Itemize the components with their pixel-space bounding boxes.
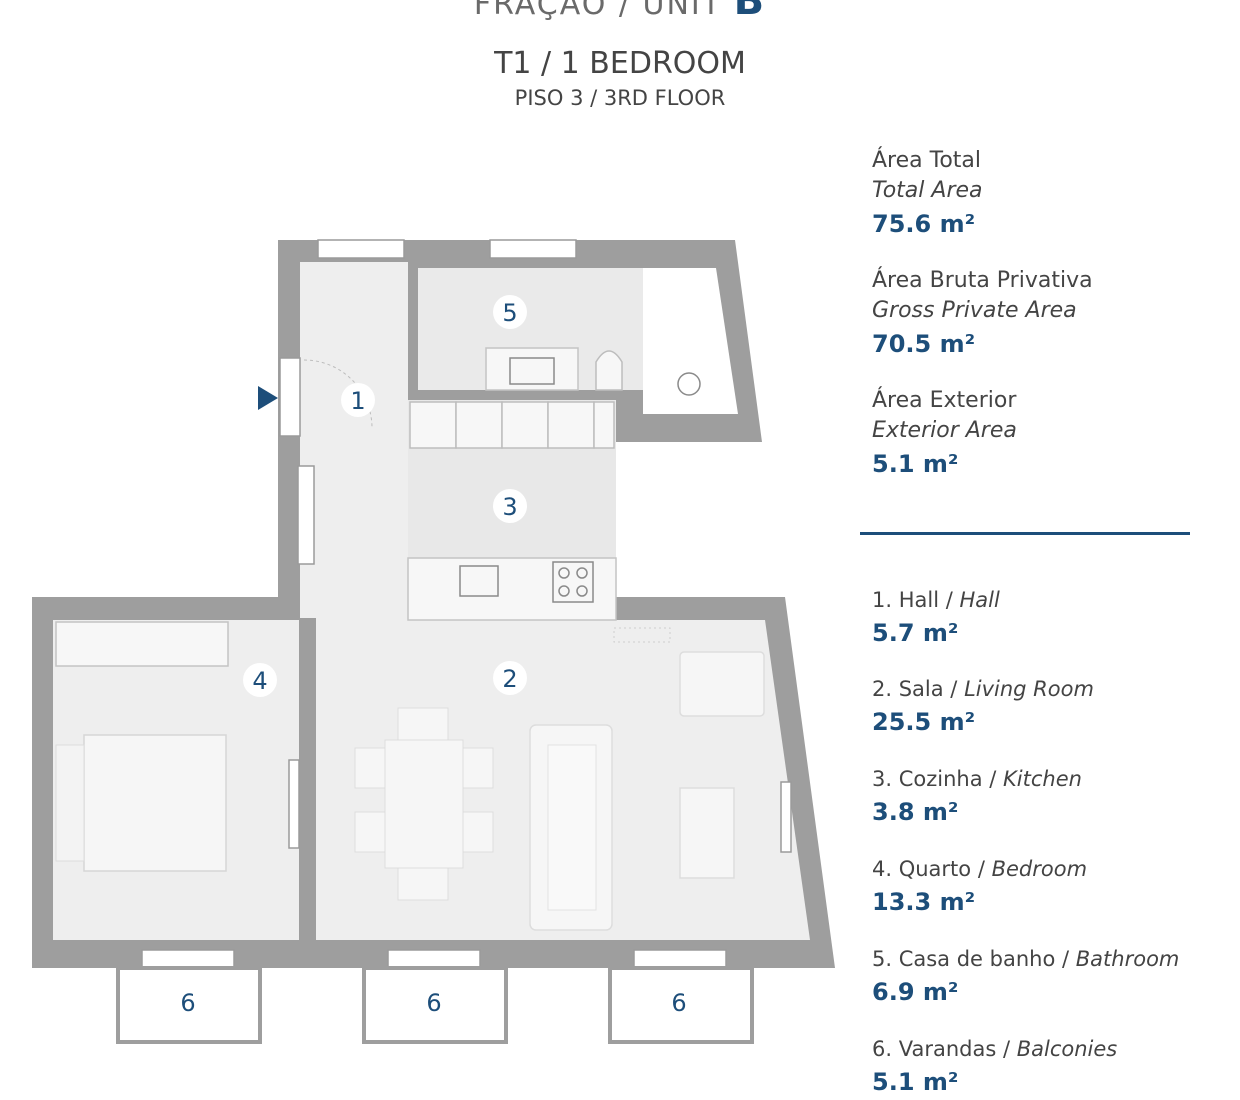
room-item-kitchen: 3. Cozinha / Kitchen 3.8 m² bbox=[872, 764, 1082, 830]
entry-door-swing bbox=[303, 359, 373, 429]
label-balcony-middle: 6 bbox=[426, 989, 441, 1017]
room-label-pt: 6. Varandas bbox=[872, 1037, 997, 1061]
gross-area-label-pt: Área Bruta Privativa bbox=[872, 268, 1093, 293]
gross-private-area: Área Bruta Privativa Gross Private Area … bbox=[872, 266, 1093, 362]
sofa-seat bbox=[547, 744, 597, 911]
typology-title: T1 / 1 BEDROOM bbox=[494, 46, 746, 81]
room-label-en: Bedroom bbox=[991, 857, 1088, 881]
room-value: 5.7 m² bbox=[872, 619, 959, 647]
label-hall: 1 bbox=[350, 387, 365, 415]
total-area-value: 75.6 m² bbox=[872, 210, 976, 238]
room-label-pt: 4. Quarto bbox=[872, 857, 972, 881]
room-item-living: 2. Sala / Living Room 25.5 m² bbox=[872, 674, 1094, 740]
cooktop bbox=[552, 561, 594, 603]
room-label-pt: 5. Casa de banho bbox=[872, 947, 1056, 971]
floor-subtitle: PISO 3 / 3RD FLOOR bbox=[514, 86, 726, 110]
room-item-bedroom: 4. Quarto / Bedroom 13.3 m² bbox=[872, 854, 1087, 920]
label-bathroom: 5 bbox=[502, 299, 517, 327]
toilet bbox=[595, 350, 623, 391]
gross-area-label-en: Gross Private Area bbox=[872, 298, 1077, 323]
section-divider bbox=[860, 532, 1190, 535]
label-bedroom: 4 bbox=[252, 667, 267, 695]
exterior-area-label-pt: Área Exterior bbox=[872, 388, 1017, 413]
windows bbox=[141, 239, 792, 969]
total-area-label-en: Total Area bbox=[872, 178, 983, 203]
room-item-hall: 1. Hall / Hall 5.7 m² bbox=[872, 585, 1000, 651]
label-living: 2 bbox=[502, 665, 517, 693]
room-value: 5.1 m² bbox=[872, 1068, 959, 1096]
room-value: 13.3 m² bbox=[872, 888, 976, 916]
room-value: 6.9 m² bbox=[872, 978, 959, 1006]
entry-arrow-icon bbox=[258, 386, 278, 410]
side-table bbox=[679, 787, 735, 879]
kitchen-counter bbox=[407, 557, 617, 621]
room-label-en: Bathroom bbox=[1075, 947, 1180, 971]
room-label-en: Hall bbox=[959, 588, 1000, 612]
room-labels: 1 2 3 4 5 6 6 6 bbox=[171, 295, 696, 1019]
floor-plan: 1 2 3 4 5 6 6 6 bbox=[32, 239, 835, 1044]
kitchen-sink bbox=[459, 565, 499, 597]
unit-prefix: FRAÇÃO / UNIT bbox=[473, 0, 723, 22]
label-kitchen: 3 bbox=[502, 493, 517, 521]
room-value: 25.5 m² bbox=[872, 708, 976, 736]
armchair bbox=[679, 651, 765, 717]
total-area: Área Total Total Area 75.6 m² bbox=[872, 146, 983, 242]
exterior-area-value: 5.1 m² bbox=[872, 450, 959, 478]
room-label-en: Kitchen bbox=[1003, 767, 1082, 791]
room-value: 3.8 m² bbox=[872, 798, 959, 826]
corridor-floor bbox=[316, 460, 408, 620]
balcony-middle bbox=[362, 966, 508, 1044]
room-label-en: Balconies bbox=[1016, 1037, 1118, 1061]
shower-floor bbox=[643, 268, 738, 414]
label-balcony-right: 6 bbox=[671, 989, 686, 1017]
total-area-label-pt: Área Total bbox=[872, 148, 982, 173]
room-label-pt: 1. Hall bbox=[872, 588, 940, 612]
label-balcony-left: 6 bbox=[180, 989, 195, 1017]
room-item-balconies: 6. Varandas / Balconies 5.1 m² bbox=[872, 1034, 1117, 1100]
room-label-pt: 2. Sala bbox=[872, 677, 944, 701]
exterior-area-label-en: Exterior Area bbox=[872, 418, 1017, 443]
room-item-bathroom: 5. Casa de banho / Bathroom 6.9 m² bbox=[872, 944, 1179, 1010]
bathroom-vanity bbox=[485, 347, 579, 391]
exterior-area: Área Exterior Exterior Area 5.1 m² bbox=[872, 386, 1017, 482]
kitchen-upper-cabinets bbox=[409, 401, 615, 449]
unit-letter: B bbox=[733, 0, 767, 24]
dining-table bbox=[384, 739, 464, 869]
bed bbox=[83, 734, 227, 872]
shower-drain bbox=[677, 372, 701, 396]
room-label-en: Living Room bbox=[964, 677, 1094, 701]
dining-chairs bbox=[354, 707, 494, 901]
wardrobe bbox=[55, 621, 229, 667]
bathroom-basin bbox=[509, 357, 555, 385]
nightstand bbox=[55, 744, 85, 862]
gross-area-value: 70.5 m² bbox=[872, 330, 976, 358]
room-label-pt: 3. Cozinha bbox=[872, 767, 983, 791]
unit-title: FRAÇÃO / UNIT B bbox=[0, 0, 1240, 24]
